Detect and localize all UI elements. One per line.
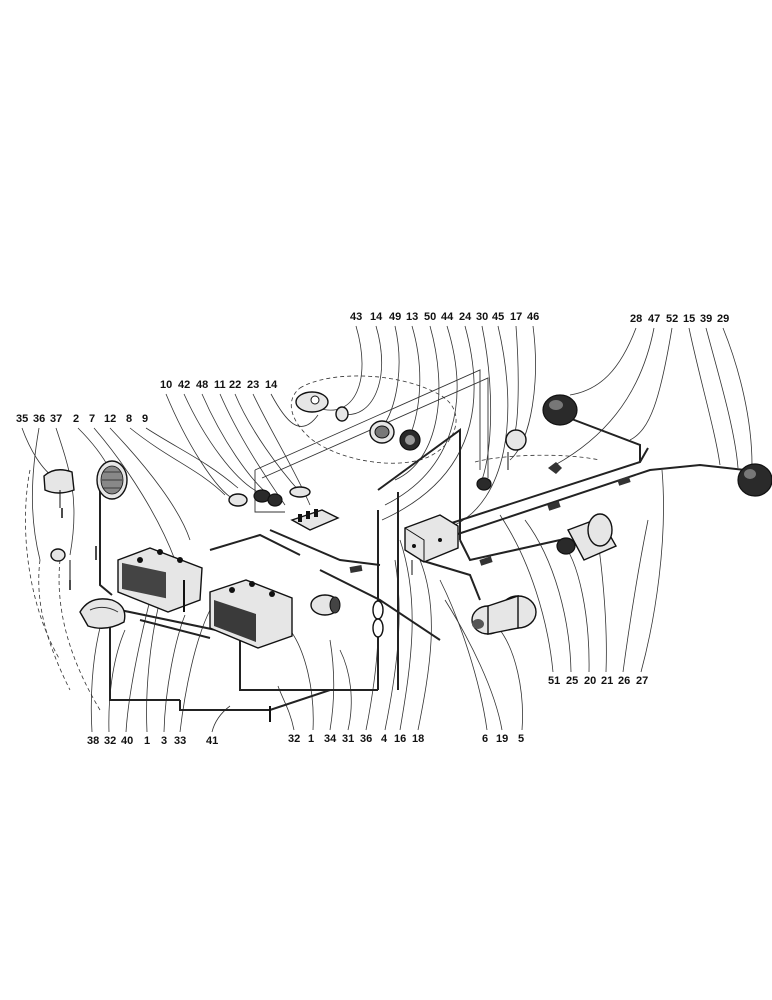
callout-47: 47 — [648, 313, 660, 325]
callout-15: 15 — [683, 313, 695, 325]
callout-18: 18 — [412, 733, 424, 745]
callout-27: 27 — [636, 675, 648, 687]
headlamp-left — [96, 460, 128, 500]
callout-44: 44 — [441, 311, 454, 323]
callout-2: 2 — [73, 413, 79, 425]
callout-34: 34 — [324, 733, 337, 745]
callout-5: 5 — [518, 733, 524, 745]
switch-cluster-left — [228, 486, 311, 507]
callout-40: 40 — [121, 735, 133, 747]
ammeter — [399, 429, 421, 451]
callout-labels-mid-left: 10 42 48 11 22 23 14 — [160, 379, 278, 391]
dashboard-outline — [291, 375, 601, 464]
callout-labels-bottom-mid: 32 1 34 31 36 4 16 18 — [288, 733, 424, 745]
callout-30: 30 — [476, 311, 488, 323]
plug-socket — [476, 477, 492, 491]
callout-36-b: 36 — [360, 733, 372, 745]
callout-14-b: 14 — [265, 379, 278, 391]
callout-35: 35 — [16, 413, 28, 425]
callout-49: 49 — [389, 311, 401, 323]
callout-20: 20 — [584, 675, 596, 687]
callout-1-b: 1 — [308, 733, 314, 745]
callout-38: 38 — [87, 735, 99, 747]
callout-37: 37 — [50, 413, 62, 425]
callout-43: 43 — [350, 311, 362, 323]
callout-51: 51 — [548, 675, 560, 687]
callout-11: 11 — [214, 379, 226, 391]
callout-32-b: 32 — [288, 733, 300, 745]
callout-labels-top-right: 28 47 52 15 39 29 — [630, 313, 729, 325]
headlamp-right-rear — [737, 463, 772, 497]
callout-labels-top-center: 43 14 49 13 50 44 24 30 45 17 46 — [350, 311, 539, 323]
callout-13: 13 — [406, 311, 418, 323]
callout-52: 52 — [666, 313, 678, 325]
callout-labels-left: 35 36 37 2 7 12 8 9 — [16, 413, 148, 425]
callout-21: 21 — [601, 675, 613, 687]
callout-29: 29 — [717, 313, 729, 325]
callout-labels-bottom-left: 38 32 40 1 3 33 41 — [87, 735, 218, 747]
callout-6: 6 — [482, 733, 488, 745]
callout-28: 28 — [630, 313, 642, 325]
callout-10: 10 — [160, 379, 172, 391]
callout-36: 36 — [33, 413, 45, 425]
horn — [310, 594, 341, 616]
callout-23: 23 — [247, 379, 259, 391]
small-lamp-left — [50, 548, 71, 580]
harness-connectors — [349, 476, 631, 573]
callout-12: 12 — [104, 413, 116, 425]
panel-lamp — [505, 429, 527, 470]
callout-17: 17 — [510, 311, 522, 323]
callout-22: 22 — [229, 379, 241, 391]
callout-14: 14 — [370, 311, 383, 323]
leader-lines — [21, 325, 753, 733]
battery-left — [117, 547, 203, 613]
small-plug — [548, 462, 562, 474]
callout-48: 48 — [196, 379, 208, 391]
callout-7: 7 — [89, 413, 95, 425]
callout-33: 33 — [174, 735, 186, 747]
callout-3: 3 — [161, 735, 167, 747]
callout-42: 42 — [178, 379, 190, 391]
callout-41: 41 — [206, 735, 218, 747]
callout-19: 19 — [496, 733, 508, 745]
callout-32: 32 — [104, 735, 116, 747]
tail-lamp — [79, 598, 126, 629]
speedometer — [369, 420, 395, 444]
starter-motor — [556, 513, 617, 561]
callout-9: 9 — [142, 413, 148, 425]
callout-31: 31 — [342, 733, 354, 745]
side-lamp — [43, 469, 75, 508]
callout-24: 24 — [459, 311, 472, 323]
fuse-block — [290, 509, 340, 531]
earth-bolts — [61, 508, 271, 722]
battery-right — [209, 579, 293, 649]
control-box — [404, 514, 459, 575]
callout-labels-bottom-right: 51 25 20 21 26 27 — [548, 675, 648, 687]
callout-26: 26 — [618, 675, 630, 687]
callout-8: 8 — [126, 413, 132, 425]
callout-1: 1 — [144, 735, 150, 747]
callout-4: 4 — [381, 733, 388, 745]
callout-46: 46 — [527, 311, 539, 323]
generator — [471, 595, 537, 635]
callout-25: 25 — [566, 675, 578, 687]
gauge-top — [295, 391, 329, 413]
callout-16: 16 — [394, 733, 406, 745]
junction-connector — [372, 600, 384, 638]
indicator-small — [335, 406, 349, 422]
callout-45: 45 — [492, 311, 504, 323]
callout-39: 39 — [700, 313, 712, 325]
callout-50: 50 — [424, 311, 436, 323]
headlamp-right-front — [542, 394, 578, 426]
components — [43, 391, 772, 722]
callout-labels-bottom-right-mid: 6 19 5 — [482, 733, 524, 745]
